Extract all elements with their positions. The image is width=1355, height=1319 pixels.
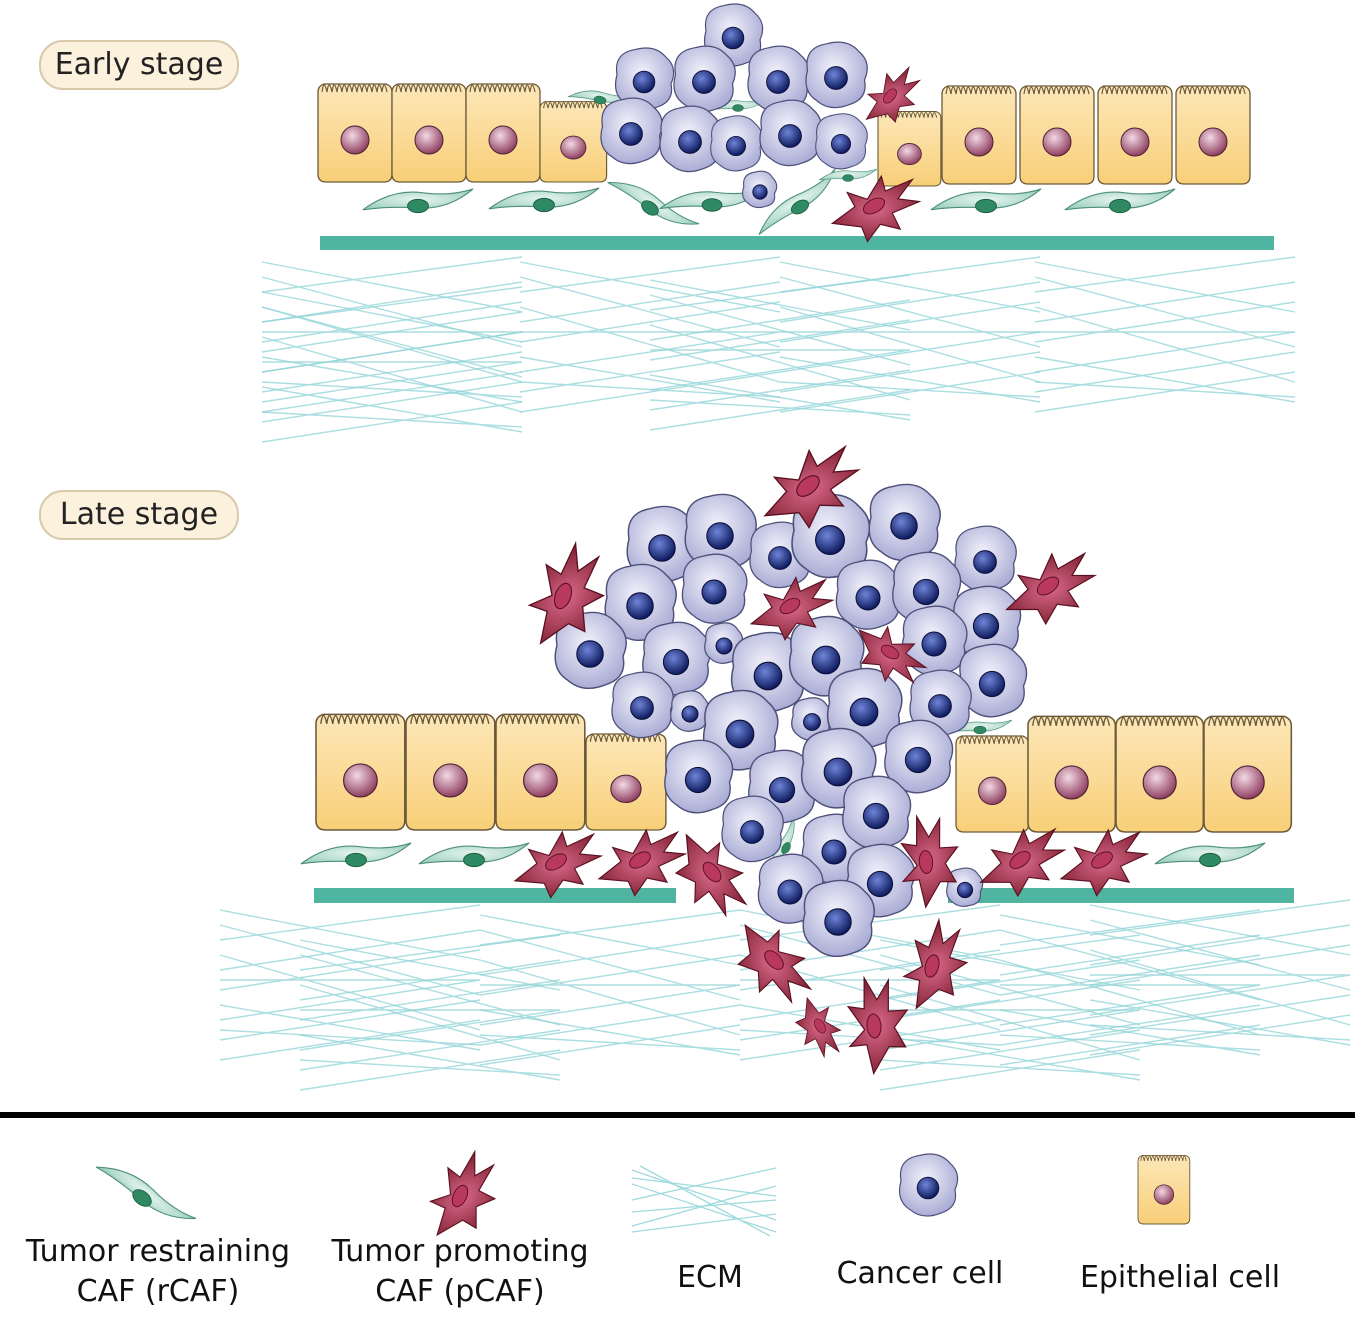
early-ecm [261, 256, 1296, 443]
late-basement-membrane-left [314, 888, 676, 903]
legend-rcaf-icon [93, 1150, 197, 1238]
legend-ecm-label: ECM [677, 1260, 743, 1295]
late-basement-membrane-right [948, 888, 1294, 903]
late-stage-panel [219, 436, 1351, 1091]
legend-pcaf-label: Tumor promoting CAF (pCAF) [310, 1232, 610, 1312]
early-basement-membrane [320, 236, 1274, 250]
legend-epithelial-label: Epithelial cell [1079, 1260, 1281, 1295]
legend-cancer-label: Cancer cell [836, 1256, 1004, 1291]
legend-rcaf-line1: Tumor restraining [25, 1234, 291, 1269]
legend-epithelial-icon [1137, 1154, 1191, 1225]
late-stage-label: Late stage [39, 490, 239, 540]
legend [93, 1143, 1191, 1252]
legend-rcaf-line2: CAF (rCAF) [76, 1274, 240, 1309]
early-stage-panel [261, 3, 1296, 443]
late-cancer-cluster [554, 483, 1028, 958]
legend-separator [0, 1112, 1355, 1118]
legend-ecm-icon [631, 1165, 777, 1237]
legend-pcaf-line2: CAF (pCAF) [375, 1274, 545, 1309]
legend-cancer-icon [898, 1153, 959, 1217]
early-stage-label: Early stage [39, 40, 239, 90]
legend-pcaf-line1: Tumor promoting [331, 1234, 589, 1269]
legend-rcaf-label: Tumor restraining CAF (rCAF) [8, 1232, 308, 1312]
